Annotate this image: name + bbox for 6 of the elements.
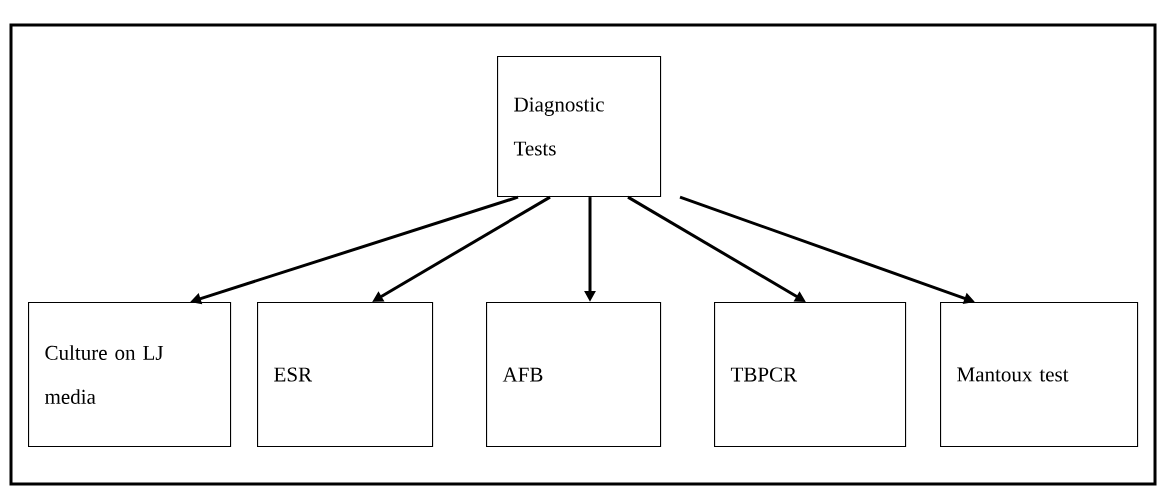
test-box: Culture on LJ media [28, 302, 232, 448]
test-box: Diagnostic Tests [497, 56, 662, 198]
test-box: AFB [486, 302, 662, 448]
test-box: Mantoux test [940, 302, 1139, 448]
test-box: TBPCR [714, 302, 907, 448]
test-box: ESR [257, 302, 434, 448]
